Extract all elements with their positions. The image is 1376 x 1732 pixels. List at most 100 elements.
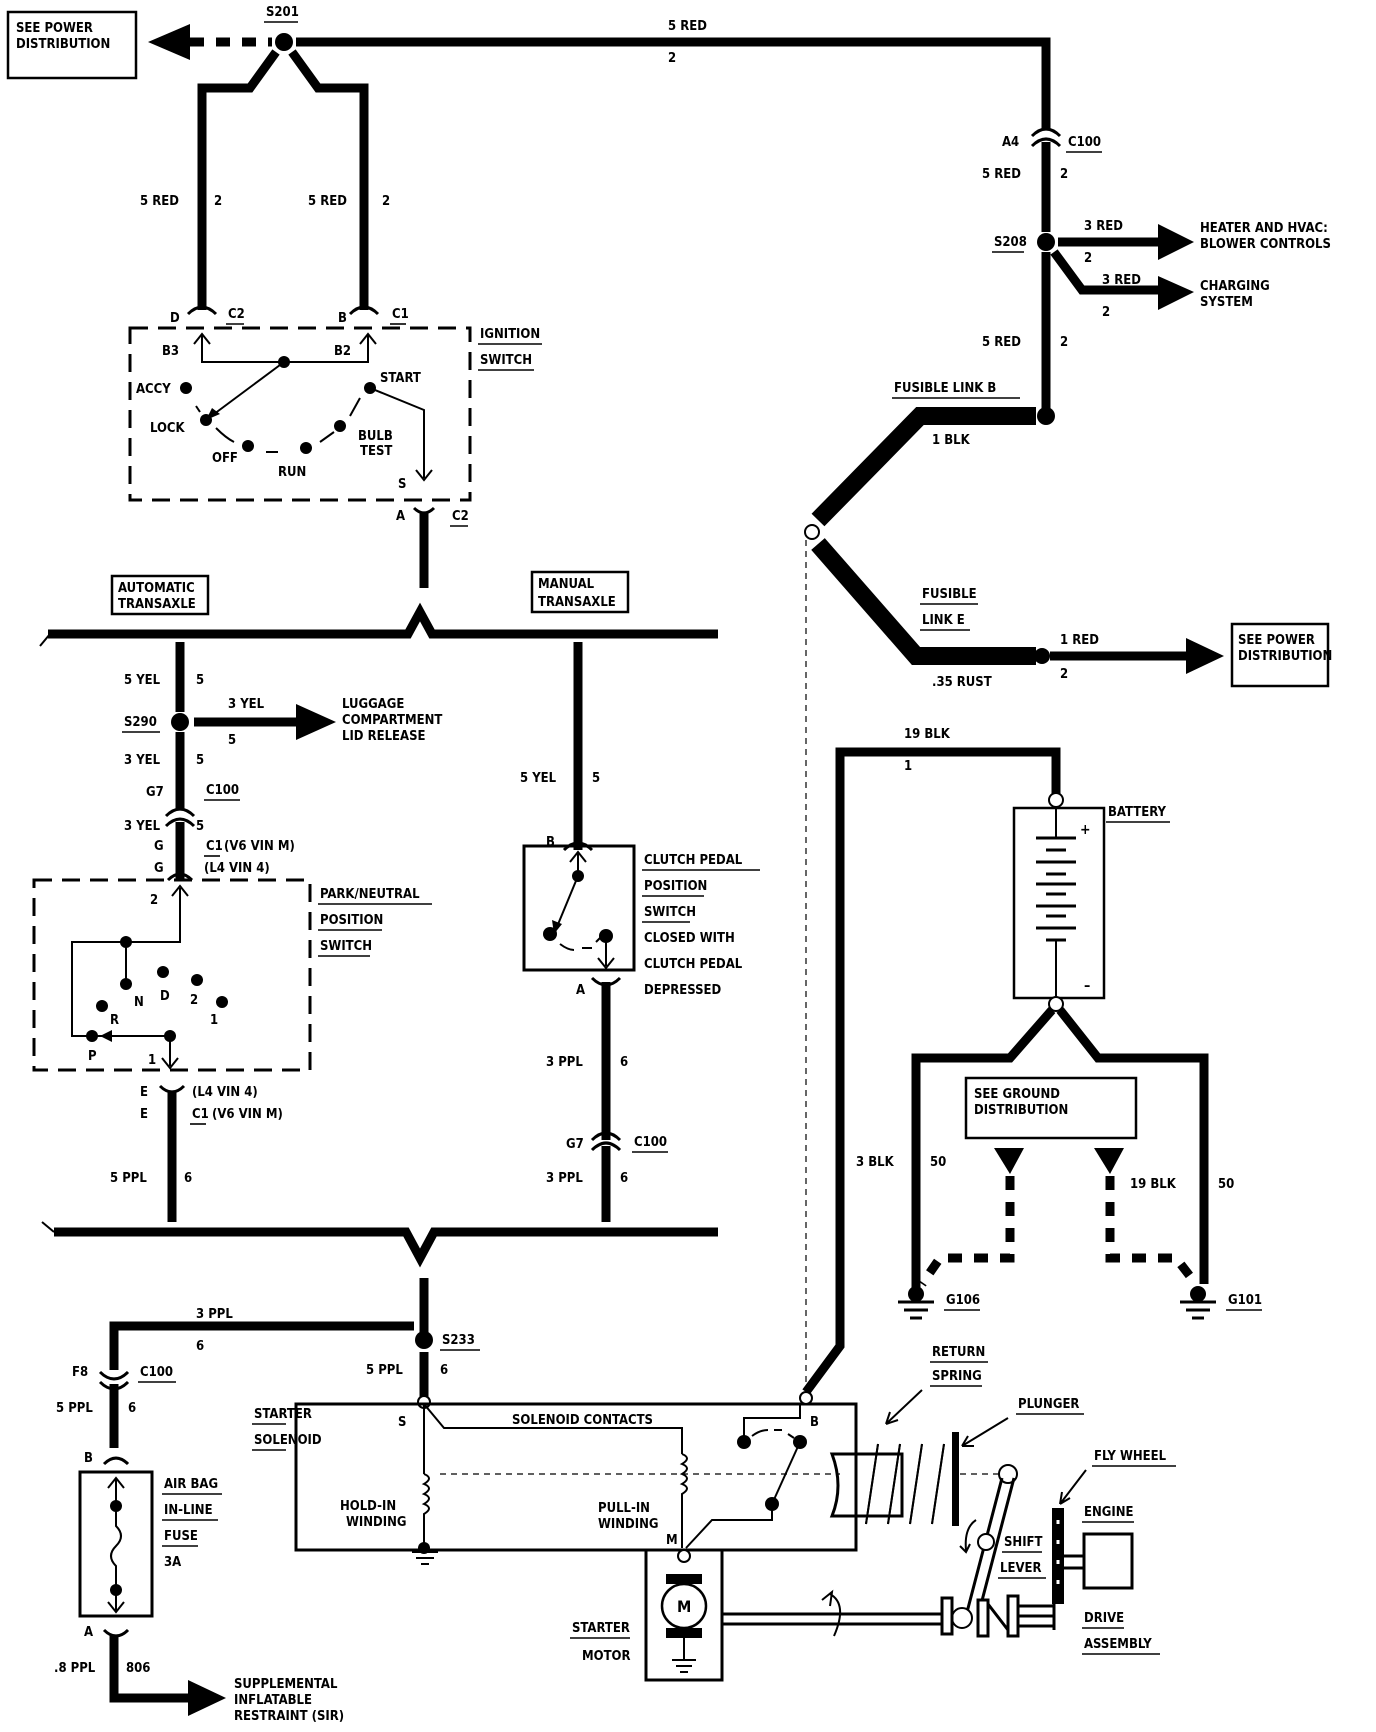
diagram-stroke — [164, 807, 196, 818]
diagram-stroke — [976, 1598, 990, 1638]
diagram-label: B — [810, 1415, 819, 1430]
diagram-stroke — [171, 884, 189, 897]
terminal-dot — [96, 1000, 108, 1012]
diagram-label: DRIVE — [1084, 1611, 1124, 1626]
diagram-label: MOTOR — [582, 1649, 631, 1664]
terminal-dot — [908, 1286, 924, 1302]
diagram-label: B — [84, 1451, 93, 1466]
diagram-label: 5 — [592, 771, 600, 786]
diagram-stroke — [672, 1638, 696, 1673]
diagram-stroke — [1030, 137, 1062, 148]
diagram-label: LUGGAGE — [342, 697, 404, 712]
diagram-stroke — [685, 1504, 773, 1549]
diagram-label: C1 — [392, 307, 409, 322]
air-bag-inline-fuse: B A — [78, 1451, 154, 1640]
diagram-label: FUSIBLE — [922, 587, 977, 602]
diagram-stroke — [205, 361, 285, 421]
diagram-stroke — [918, 1176, 1015, 1287]
diagram-stroke — [110, 574, 210, 616]
diagram-label: (L4 VIN 4) — [192, 1085, 258, 1100]
shift-lever — [940, 1464, 1056, 1638]
flywheel-engine — [1052, 1508, 1134, 1604]
diagram-label: SOLENOID — [254, 1433, 322, 1448]
luggage-lid-release-ref[interactable]: LUGGAGE COMPARTMENT LID RELEASE — [342, 697, 442, 744]
diagram-label: 3 YEL — [228, 697, 265, 712]
diagram-label: 5 — [196, 753, 204, 768]
diagram-label: G101 — [1228, 1293, 1262, 1308]
diagram-label: TEST — [360, 444, 392, 459]
sir-ref[interactable]: SUPPLEMENTAL INFLATABLE RESTRAINT (SIR) — [234, 1677, 344, 1724]
diagram-label: ENGINE — [1084, 1505, 1134, 1520]
diagram-label: A4 — [1002, 135, 1019, 150]
wire-gnd-left — [911, 1007, 1056, 1290]
diagram-stroke — [415, 469, 433, 482]
diagram-label: LID RELEASE — [342, 729, 426, 744]
diagram-stroke — [1050, 249, 1162, 295]
diagram-stroke — [348, 305, 380, 316]
diagram-label: SEE GROUND — [974, 1087, 1060, 1102]
heater-hvac-ref[interactable]: HEATER AND HVAC: BLOWER CONTROLS — [1200, 221, 1331, 252]
diagram-label: 2 — [1084, 251, 1092, 266]
diagram-label: C2 — [452, 509, 469, 524]
diagram-label: 1 — [210, 1013, 218, 1028]
diagram-label: + — [1080, 822, 1091, 838]
wire-sir — [109, 1636, 190, 1703]
diagram-label: DISTRIBUTION — [16, 37, 110, 52]
diagram-label: G — [154, 861, 164, 876]
ground-distribution-ref[interactable]: SEE GROUND DISTRIBUTION — [964, 1076, 1138, 1140]
diagram-stroke — [562, 841, 594, 852]
diagram-label: WINDING — [598, 1517, 659, 1532]
diagram-label: S — [398, 477, 406, 492]
diagram-label: SWITCH — [480, 353, 532, 368]
diagram-label: 5 RED — [668, 19, 707, 34]
diagram-label: G106 — [946, 1293, 980, 1308]
diagram-stroke — [590, 1141, 622, 1152]
arrow-right-icon — [188, 1680, 226, 1716]
charging-system-ref[interactable]: CHARGING SYSTEM — [1200, 279, 1270, 310]
wire-to-fuse — [109, 1321, 414, 1370]
diagram-label: CHARGING — [1200, 279, 1270, 294]
diagram-label: FUSIBLE LINK B — [894, 381, 996, 396]
diagram-label: S — [398, 1415, 406, 1430]
terminal-dot — [334, 420, 346, 432]
diagram-label: 5 RED — [308, 194, 347, 209]
diagram-label: PLUNGER — [1018, 1397, 1079, 1412]
diagram-stroke — [41, 1221, 55, 1233]
diagram-label: C100 — [1068, 135, 1101, 150]
diagram-label: 19 BLK — [904, 727, 951, 742]
diagram-label: B2 — [334, 344, 351, 359]
diagram-label: TRANSAXLE — [118, 597, 196, 612]
ground-arrow-icon — [994, 1148, 1024, 1174]
diagram-label: CLUTCH PEDAL — [644, 957, 743, 972]
diagram-label: 2 — [382, 194, 390, 209]
diagram-label: 3 PPL — [546, 1055, 583, 1070]
splice-s201 — [275, 33, 293, 51]
terminal-dot — [799, 1391, 813, 1405]
diagram-label: 2 — [668, 51, 676, 66]
diagram-stroke — [590, 1131, 622, 1142]
diagram-label: MANUAL — [538, 577, 595, 592]
power-distribution-ref-top[interactable]: SEE POWER DISTRIBUTION — [6, 10, 138, 80]
diagram-label: 2 — [1060, 335, 1068, 350]
diagram-label: SHIFT — [1004, 1535, 1043, 1550]
diagram-label: E — [140, 1085, 148, 1100]
diagram-label: SOLENOID CONTACTS — [512, 1413, 653, 1428]
terminal-dot — [1048, 792, 1064, 808]
diagram-label: 3 PPL — [546, 1171, 583, 1186]
diagram-label: D — [160, 989, 170, 1004]
power-distribution-ref-right[interactable]: SEE POWER DISTRIBUTION — [1230, 622, 1332, 688]
diagram-label: C100 — [140, 1365, 173, 1380]
diagram-label: B — [546, 835, 555, 850]
diagram-label: SWITCH — [644, 905, 696, 920]
diagram-label: R — [110, 1013, 119, 1028]
diagram-stroke — [164, 817, 196, 828]
diagram-label: 1 — [148, 1053, 156, 1068]
diagram-label: C1 — [206, 839, 223, 854]
manual-transaxle-label: MANUAL TRANSAXLE — [530, 570, 630, 614]
diagram-stroke — [1105, 1176, 1200, 1287]
battery-label: BATTERY — [1108, 805, 1166, 820]
diagram-label: 6 — [440, 1363, 448, 1378]
diagram-stroke — [107, 1590, 125, 1614]
diagram-label: DISTRIBUTION — [1238, 649, 1332, 664]
wire-top-main — [296, 37, 1051, 130]
